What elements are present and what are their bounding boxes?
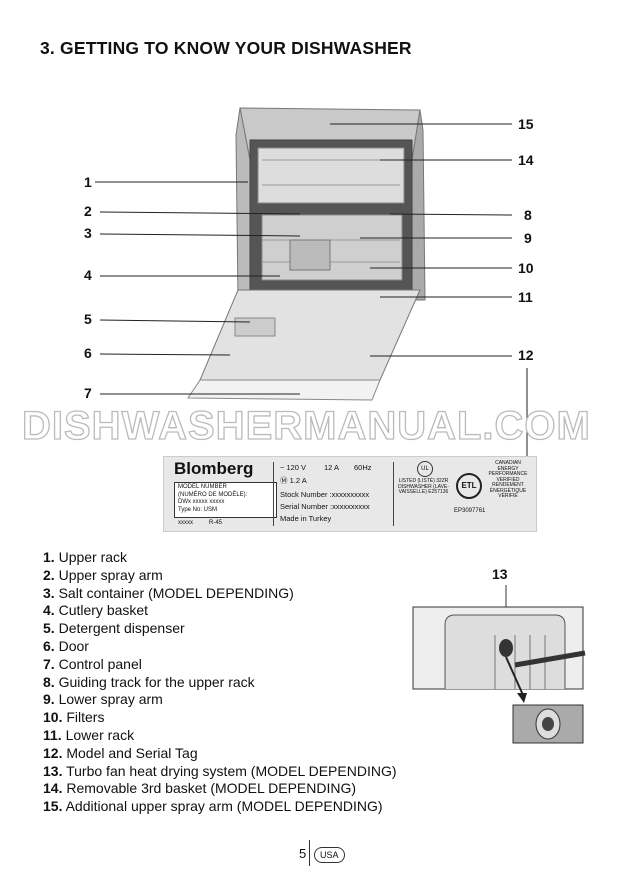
callout-8: 8 <box>524 207 532 223</box>
item-number: 4. <box>43 602 55 619</box>
item-label: Salt container (MODEL DEPENDING) <box>58 584 294 601</box>
item-label: Cutlery basket <box>58 602 149 619</box>
item-number: 8. <box>43 673 55 690</box>
ul-logo-icon: UL <box>417 461 433 477</box>
model-line: DWx xxxxx xxxxx <box>178 499 225 505</box>
callout-5: 5 <box>84 311 92 327</box>
list-item: 5. Detergent dispenser <box>43 620 397 638</box>
model-line: MODEL NUMBER <box>178 484 227 490</box>
callout-13: 13 <box>492 566 508 582</box>
item-label: Upper spray arm <box>58 566 163 583</box>
item-number: 7. <box>43 655 55 672</box>
item-number: 14. <box>43 780 63 797</box>
callout-4: 4 <box>84 267 92 283</box>
item-number: 12. <box>43 744 63 761</box>
code: xxxxx <box>178 520 193 526</box>
item-label: Guiding track for the upper rack <box>58 673 255 690</box>
callout-12: 12 <box>518 347 534 363</box>
list-item: 12. Model and Serial Tag <box>43 745 397 763</box>
list-item: 6. Door <box>43 638 397 656</box>
callout-9: 9 <box>524 230 532 246</box>
serial-number: Serial Number :xxxxxxxxxx <box>280 502 370 511</box>
item-label: Model and Serial Tag <box>66 744 198 761</box>
motor-amps: 1.2 A <box>289 476 307 485</box>
list-item: 4. Cutlery basket <box>43 602 397 620</box>
etl-number: EP3097761 <box>454 508 486 514</box>
callout-1: 1 <box>84 174 92 190</box>
item-label: Detergent dispenser <box>58 620 185 637</box>
callout-2: 2 <box>84 203 92 219</box>
turbo-fan-illustration <box>412 585 586 744</box>
item-number: 6. <box>43 637 55 654</box>
list-item: 11. Lower rack <box>43 727 397 745</box>
callout-3: 3 <box>84 225 92 241</box>
item-label: Filters <box>66 709 105 726</box>
list-item: 15. Additional upper spray arm (MODEL DE… <box>43 798 397 816</box>
model-box: MODEL NUMBER (NUMÉRO DE MODÈLE): DWx xxx… <box>174 482 277 518</box>
brand-logo: Blomberg <box>174 459 254 478</box>
page-title: 3. GETTING TO KNOW YOUR DISHWASHER <box>40 38 412 58</box>
callout-15: 15 <box>518 116 534 132</box>
item-number: 1. <box>43 549 55 565</box>
model-line: Type No: USM <box>178 506 218 513</box>
energy-verified: CANADIAN ENERGY PERFORMANCE VERIFIED REN… <box>488 460 528 499</box>
item-label: Lower rack <box>65 726 135 743</box>
code: R-45 <box>209 520 223 526</box>
motor-rating: Ⓜ 1.2 A <box>280 476 307 485</box>
item-label: Upper rack <box>58 549 128 565</box>
item-number: 13. <box>43 762 63 779</box>
item-label: Removable 3rd basket (MODEL DEPENDING) <box>66 780 357 797</box>
dishwasher-illustration <box>95 107 528 456</box>
etl-logo-icon: ETL <box>456 473 482 499</box>
stock-number: Stock Number :xxxxxxxxxx <box>280 490 370 499</box>
footer-divider <box>309 840 310 866</box>
amps: 12 A <box>324 463 340 472</box>
item-number: 9. <box>43 691 55 708</box>
voltage: ~ 120 V <box>280 463 307 472</box>
region-badge: USA <box>314 847 345 863</box>
item-label: Additional upper spray arm (MODEL DEPEND… <box>65 798 383 815</box>
list-item: 10. Filters <box>43 709 397 727</box>
list-item: 1. Upper rack <box>43 549 397 567</box>
made-in: Made in Turkey <box>280 514 332 523</box>
list-item: 2. Upper spray arm <box>43 567 397 585</box>
item-number: 15. <box>43 798 63 815</box>
list-item: 13. Turbo fan heat drying system (MODEL … <box>43 763 397 781</box>
item-label: Lower spray arm <box>58 691 163 708</box>
item-label: Door <box>58 637 89 654</box>
item-number: 3. <box>43 584 55 601</box>
callout-14: 14 <box>518 152 534 168</box>
callout-7: 7 <box>84 385 92 401</box>
item-number: 11. <box>43 726 62 743</box>
item-number: 10. <box>43 709 63 726</box>
ul-listing: LISTED (LISTÉ) 32ZR DISHWASHER (LAVE-VAI… <box>398 478 449 495</box>
list-item: 3. Salt container (MODEL DEPENDING) <box>43 585 397 603</box>
model-serial-tag: Blomberg MODEL NUMBER (NUMÉRO DE MODÈLE)… <box>163 456 537 532</box>
list-item: 8. Guiding track for the upper rack <box>43 674 397 692</box>
page-number: 5 <box>299 846 307 861</box>
model-line: (NUMÉRO DE MODÈLE): <box>178 491 248 498</box>
list-item: 14. Removable 3rd basket (MODEL DEPENDIN… <box>43 780 397 798</box>
list-item: 9. Lower spray arm <box>43 691 397 709</box>
watermark: DISHWASHERMANUAL.COM <box>21 403 591 448</box>
item-number: 2. <box>43 566 55 583</box>
callout-10: 10 <box>518 260 534 276</box>
item-number: 5. <box>43 620 55 637</box>
item-label: Turbo fan heat drying system (MODEL DEPE… <box>66 762 397 779</box>
callout-11: 11 <box>518 289 533 305</box>
list-item: 7. Control panel <box>43 656 397 674</box>
item-label: Control panel <box>58 655 142 672</box>
frequency: 60Hz <box>354 463 372 472</box>
callout-6: 6 <box>84 345 92 361</box>
